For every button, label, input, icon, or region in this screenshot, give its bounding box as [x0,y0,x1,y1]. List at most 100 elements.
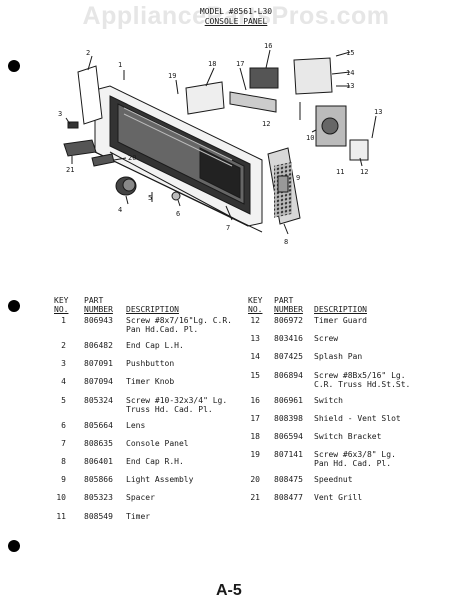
light-assembly-drawing [277,175,289,193]
part-description: Shield - Vent Slot [314,413,401,423]
parts-table-row: 16 806961 Switch [248,396,448,414]
part-number: 805664 [84,420,113,430]
part-number: 807425 [274,352,303,362]
parts-table-row: 13 803416 Screw [248,334,448,352]
key-number: 12 [250,316,260,325]
header-key-top: KEY [248,296,263,305]
callout-9: 9 [296,174,300,182]
key-number: 2 [61,341,66,350]
part-description: Screw #8x7/16"Lg. C.R. Pan Hd.Cad. Pl. [126,316,232,334]
part-number: 805866 [84,475,113,485]
part-description: Timer Guard [314,316,367,325]
part-description: Switch Bracket [314,431,382,441]
parts-table-row: 6 805664 Lens [54,421,244,439]
part-description: Spacer [126,493,155,503]
callout-2: 2 [86,49,90,57]
header-description: DESCRIPTION [126,305,179,314]
callout-labels: 1 2 3 4 5 6 7 8 9 10 11 12 12 13 13 14 1… [58,42,382,246]
key-number: 1 [61,316,66,325]
callout-13a: 13 [346,82,354,90]
parts-table-row: 10 805323 Spacer [54,493,244,511]
callout-11: 11 [336,168,344,176]
end-cap-left-drawing [77,65,103,125]
part-description: Splash Pan [314,352,363,362]
part-number: 806961 [274,395,303,405]
key-number: 20 [250,475,260,485]
switch-drawing [249,67,279,89]
callout-8: 8 [284,238,288,246]
exploded-parts-diagram: 1 2 3 4 5 6 7 8 9 10 11 12 12 13 13 14 1… [58,42,382,246]
binder-hole-icon [8,540,20,552]
part-description: Screw [314,334,339,344]
part-number: 806594 [274,431,303,441]
part-description: Vent Grill [314,493,363,503]
parts-table-row: 7 808635 Console Panel [54,439,244,457]
switch-bracket-drawing [185,81,225,115]
part-description: Console Panel [126,438,189,448]
part-number: 806972 [274,316,303,325]
key-number: 19 [250,450,260,460]
key-number: 8 [61,456,66,466]
header-part-bottom: NUMBER [274,305,303,314]
part-number: 806894 [274,370,303,380]
page-label: A-5 [216,582,242,599]
callout-13b: 13 [374,108,382,116]
callout-15: 15 [346,49,354,57]
key-number: 7 [61,438,66,448]
callout-16: 16 [264,42,272,50]
callout-20: 20 [128,154,136,162]
key-number: 15 [250,370,260,380]
part-description: Lens [126,420,146,430]
key-number: 10 [56,493,66,503]
header-description: DESCRIPTION [314,305,367,314]
header-part-bottom: NUMBER [84,305,113,314]
timer-guard-drawing [349,139,369,161]
part-number: 805324 [84,395,113,405]
console-panel-drawing [94,85,263,233]
part-number: 806943 [84,316,113,325]
header-part-top: PART [274,296,294,305]
key-number: 16 [250,395,260,405]
callout-12a: 12 [262,120,270,128]
part-number: 807094 [84,377,113,387]
part-number: 808635 [84,438,113,448]
part-description: Timer Knob [126,377,175,387]
binder-hole-icon [8,60,20,72]
key-number: 6 [61,420,66,430]
splash-pan-drawing [293,57,333,95]
diagram-heading: MODEL #8561-L30 CONSOLE PANEL [0,7,472,27]
part-number: 807141 [274,450,303,460]
key-number: 14 [250,352,260,362]
part-description: Screw #8Bx5/16" Lg. C.R. Truss Hd.St.St. [314,370,411,389]
part-description: Speednut [314,475,353,485]
callout-6: 6 [176,210,180,218]
key-number: 17 [250,413,260,423]
parts-table-row: 12 806972 Timer Guard [248,316,448,334]
key-number: 21 [250,493,260,503]
parts-table-row: 19 807141 Screw #6x3/8" Lg. Pan Hd. Cad. P… [248,450,448,475]
callout-21: 21 [66,166,74,174]
parts-list-header: KEY NO. PART NUMBER DESCRIPTION [54,296,244,316]
callout-12b: 12 [360,168,368,176]
part-number: 805323 [84,493,113,503]
part-number: 803416 [274,334,303,344]
callout-14: 14 [346,69,354,77]
callout-19: 19 [168,72,176,80]
key-number: 13 [250,334,260,344]
part-description: Switch [314,395,343,405]
part-description: Screw #6x3/8" Lg. Pan Hd. Cad. Pl. [314,450,396,469]
key-number: 3 [61,359,66,369]
part-description: End Cap R.H. [126,456,184,466]
diagram-title: CONSOLE PANEL [204,17,268,26]
pushbutton-drawing [67,121,79,129]
key-number: 11 [56,511,66,521]
